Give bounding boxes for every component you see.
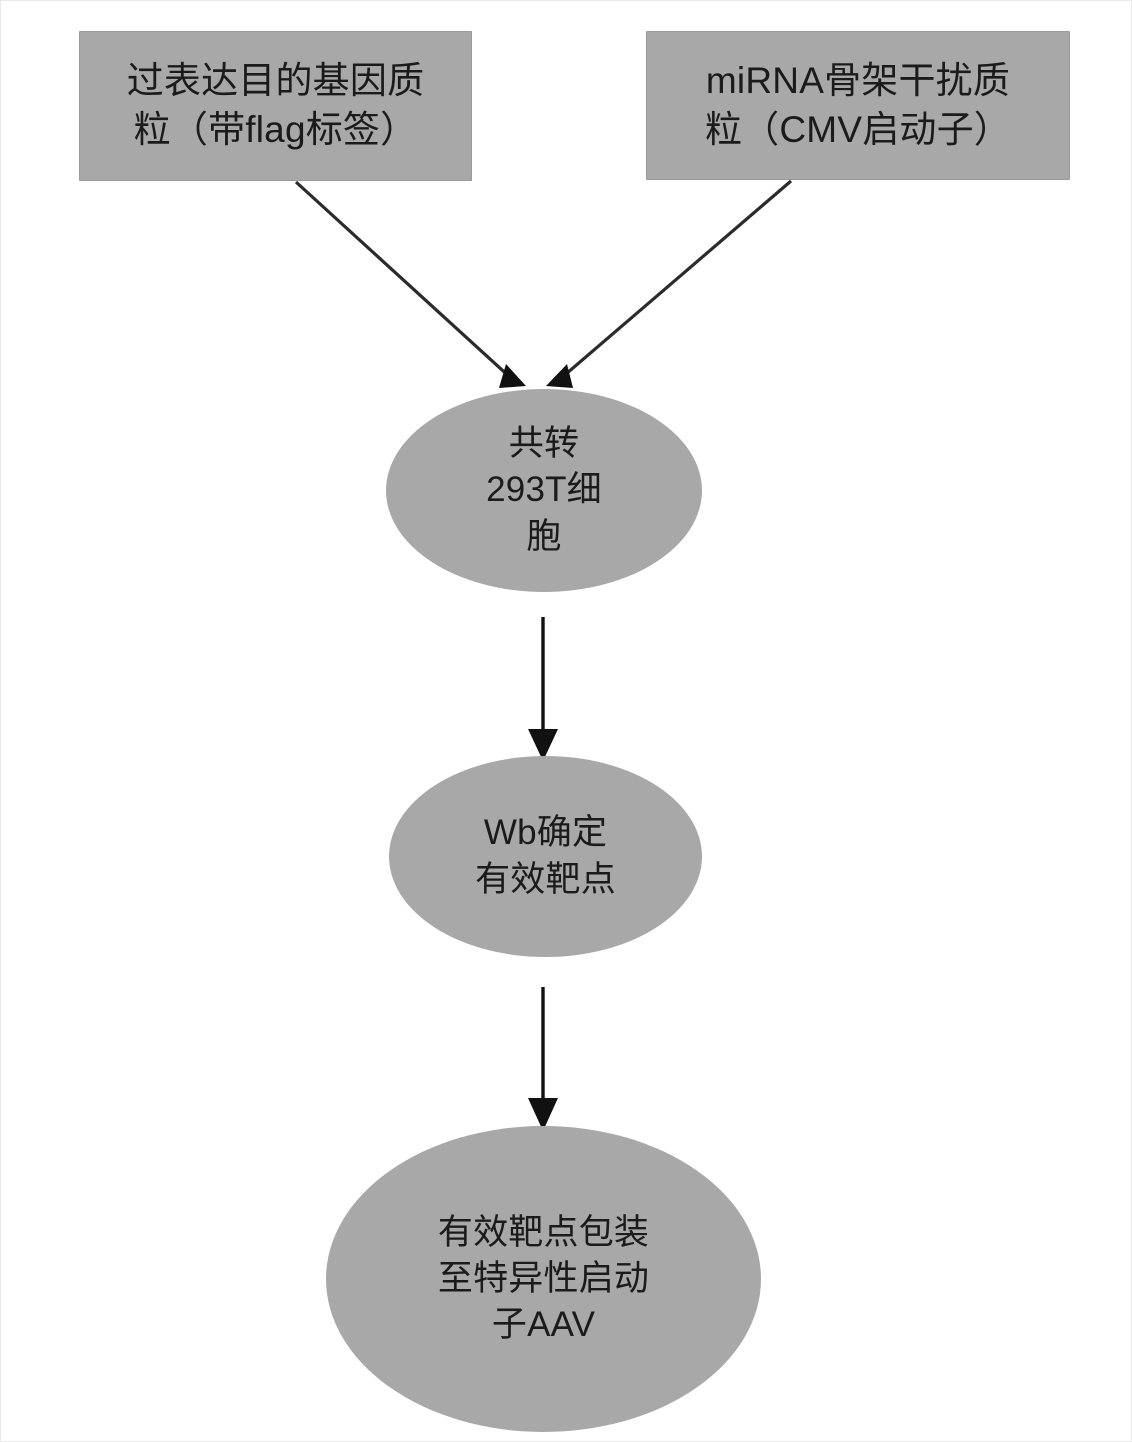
node-wb[interactable]: Wb确定 有效靶点 xyxy=(389,756,702,957)
edge-overexpress-to-cotransfect xyxy=(294,180,526,388)
node-plasmid-overexpress[interactable]: 过表达目的基因质 粒（带flag标签） xyxy=(79,31,472,181)
node-aav[interactable]: 有效靶点包装 至特异性启动 子AAV xyxy=(326,1126,761,1432)
node-plasmid-mirna[interactable]: miRNA骨架干扰质 粒（CMV启动子） xyxy=(646,31,1070,180)
node-aav-label: 有效靶点包装 至特异性启动 子AAV xyxy=(437,1212,650,1345)
edge-mirna-to-cotransfect xyxy=(546,179,793,388)
node-cotransfect[interactable]: 共转 293T细 胞 xyxy=(386,389,702,592)
node-plasmid-mirna-label: miRNA骨架干扰质 粒（CMV启动子） xyxy=(704,59,1012,150)
node-wb-label: Wb确定 有效靶点 xyxy=(475,813,616,899)
edge-cotransfect-to-wb xyxy=(528,617,558,761)
node-cotransfect-label: 共转 293T细 胞 xyxy=(486,424,602,556)
node-plasmid-overexpress-label: 过表达目的基因质 粒（带flag标签） xyxy=(126,60,425,150)
edge-wb-to-aav xyxy=(528,987,558,1131)
